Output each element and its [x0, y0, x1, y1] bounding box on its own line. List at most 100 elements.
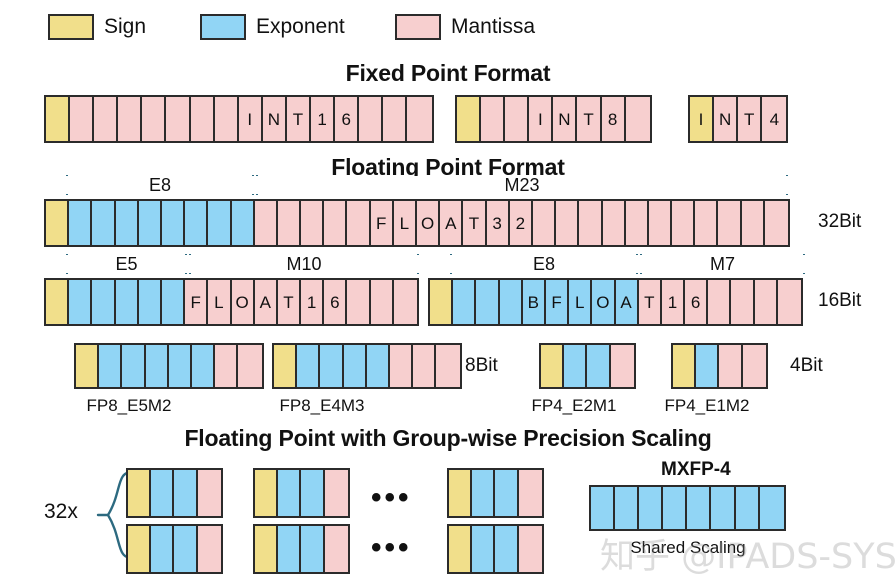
- mantissa-bit-cell: 6: [324, 280, 348, 324]
- exponent-bit-cell: [639, 487, 664, 529]
- legend: Sign Exponent Mantissa: [0, 8, 896, 46]
- sign-bit-cell: [457, 97, 482, 141]
- mantissa-bit-cell: N: [553, 97, 578, 141]
- caption-fp8-e4m3: FP8_E4M3: [279, 396, 365, 415]
- group-element-row1-col1: [126, 468, 223, 518]
- mantissa-bit-cell: [731, 280, 755, 324]
- mantissa-bit-cell: [708, 280, 732, 324]
- caption-fp4-e2m1: FP4_E2M1: [531, 396, 617, 415]
- width-label-16bit: 16Bit: [818, 290, 862, 311]
- mantissa-bit-cell: [118, 97, 143, 141]
- exponent-bit-cell: [168, 345, 192, 387]
- mantissa-bit-cell: [347, 280, 371, 324]
- exponent-bit-cell: [278, 526, 302, 572]
- mantissa-bit-cell: 8: [601, 97, 626, 141]
- exponent-bit-cell: [564, 345, 588, 387]
- exponent-bit-cell: [301, 470, 325, 516]
- mantissa-bit-cell: O: [231, 280, 255, 324]
- width-label-32bit: 32Bit: [818, 211, 862, 232]
- mantissa-bit-cell: 1: [311, 97, 336, 141]
- bitfield-fp8-e5m2: [74, 343, 264, 389]
- mantissa-bit-cell: F: [370, 201, 394, 245]
- mantissa-bit-cell: [347, 201, 371, 245]
- exponent-bit-cell: [122, 345, 146, 387]
- mantissa-bit-cell: [532, 201, 557, 245]
- sign-bit-cell: [255, 470, 279, 516]
- mantissa-bit-cell: I: [238, 97, 263, 141]
- sign-bit-cell: [128, 470, 152, 516]
- exponent-bit-cell: [92, 201, 116, 245]
- mantissa-bit-cell: [741, 201, 765, 245]
- measure-float16-exponent: E5: [66, 254, 187, 279]
- exponent-bit-cell: [591, 487, 616, 529]
- mantissa-bit-cell: T: [277, 280, 302, 324]
- measure-label-m23: M23: [497, 175, 547, 195]
- mantissa-bit-cell: [695, 201, 719, 245]
- exponent-bit-cell: [499, 280, 523, 324]
- exponent-bit-cell: [735, 487, 760, 529]
- mantissa-bit-cell: [602, 201, 626, 245]
- mantissa-bit-cell: I: [529, 97, 554, 141]
- group-brace: [96, 470, 134, 560]
- width-label-4bit: 4Bit: [790, 355, 823, 376]
- exponent-bit-cell: [278, 470, 302, 516]
- section-title-fixed-point: Fixed Point Format: [345, 60, 551, 86]
- sign-bit-cell: [255, 526, 279, 572]
- exponent-bit-cell: [231, 201, 255, 245]
- legend-label-sign: Sign: [104, 15, 147, 38]
- sign-bit-cell: [128, 526, 152, 572]
- mantissa-bit-cell: T: [638, 280, 662, 324]
- exponent-bit-cell: [151, 526, 175, 572]
- mantissa-bit-cell: [142, 97, 167, 141]
- exponent-bit-cell: [615, 487, 640, 529]
- measure-label-m7: M7: [702, 254, 742, 274]
- exponent-bit-cell: [320, 345, 344, 387]
- mantissa-bit-cell: [324, 201, 348, 245]
- mantissa-bit-cell: [742, 345, 766, 387]
- legend-swatch-mantissa: [395, 14, 441, 40]
- sign-bit-cell: [541, 345, 565, 387]
- group-element-row1-col3: [447, 468, 544, 518]
- bitfield-fp4-e2m1: [539, 343, 636, 389]
- mantissa-bit-cell: [481, 97, 506, 141]
- mantissa-bit-cell: [383, 97, 408, 141]
- mantissa-bit-cell: [215, 345, 239, 387]
- mantissa-bit-cell: [393, 280, 417, 324]
- mantissa-bit-cell: N: [714, 97, 739, 141]
- mxfp4-caption: Shared Scaling: [630, 538, 746, 557]
- mantissa-bit-cell: [166, 97, 191, 141]
- exponent-bit-cell: [366, 345, 390, 387]
- sign-bit-cell: [46, 201, 70, 245]
- exponent-bit-cell: [301, 526, 325, 572]
- sign-bit-cell: [76, 345, 100, 387]
- measure-label-e8-float32: E8: [141, 175, 179, 195]
- legend-label-exponent: Exponent: [256, 15, 345, 38]
- mantissa-bit-cell: [214, 97, 239, 141]
- mantissa-bit-cell: [625, 201, 649, 245]
- exponent-bit-cell: [161, 280, 186, 324]
- measure-float16-mantissa: M10: [189, 254, 419, 279]
- mantissa-bit-cell: [301, 201, 325, 245]
- mantissa-bit-cell: [413, 345, 437, 387]
- mantissa-bit-cell: 1: [301, 280, 325, 324]
- mantissa-bit-cell: [70, 97, 95, 141]
- mantissa-bit-cell: [238, 345, 262, 387]
- exponent-bit-cell: [138, 280, 162, 324]
- exponent-bit-cell: F: [545, 280, 570, 324]
- exponent-bit-cell: [687, 487, 712, 529]
- measure-bfloat16-mantissa: M7: [640, 254, 805, 279]
- mantissa-bit-cell: [197, 470, 221, 516]
- mantissa-bit-cell: [197, 526, 221, 572]
- mantissa-bit-cell: [190, 97, 215, 141]
- group-element-row2-col1: [126, 524, 223, 574]
- exponent-bit-cell: [69, 280, 93, 324]
- sign-bit-cell: [449, 470, 473, 516]
- group-count-label: 32x: [44, 500, 78, 523]
- sign-bit-cell: [46, 97, 71, 141]
- mantissa-bit-cell: [277, 201, 302, 245]
- mantissa-bit-cell: [359, 97, 384, 141]
